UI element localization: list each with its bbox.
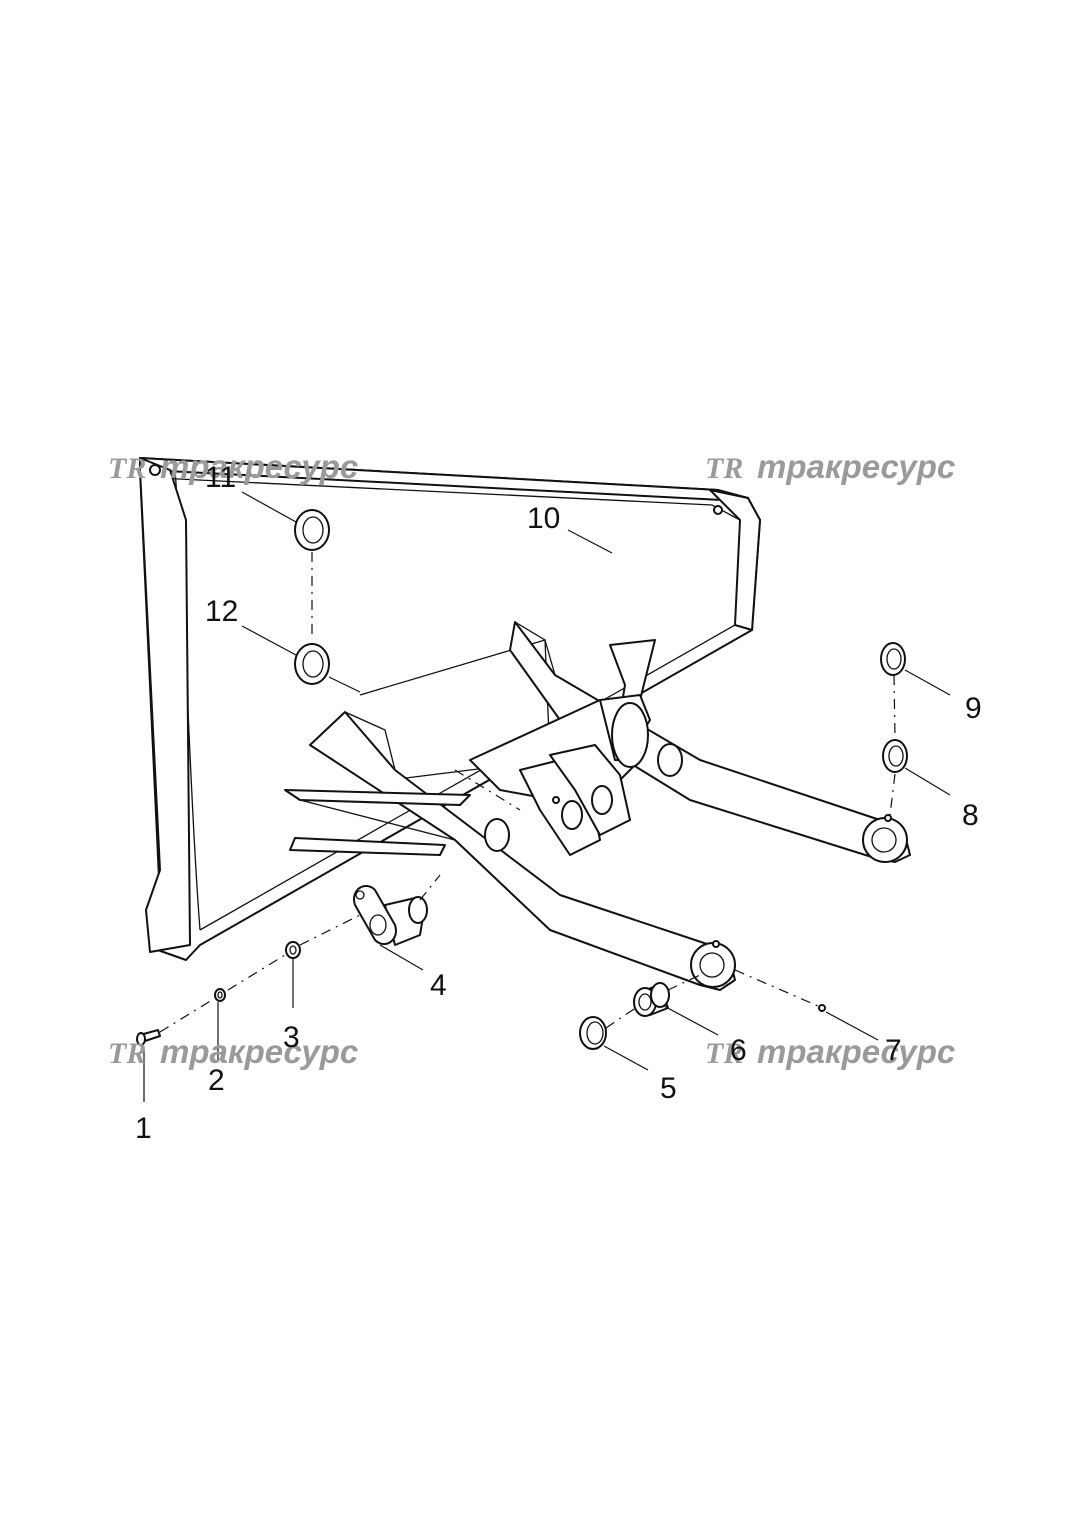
watermark-top-right: TR тракресурс bbox=[705, 448, 955, 485]
watermark-logo: TR bbox=[705, 1037, 743, 1070]
watermark-text: тракресурс bbox=[160, 448, 358, 485]
watermark-logo: TR bbox=[108, 1037, 146, 1070]
watermark-bottom-left: TR тракресурс bbox=[108, 1033, 358, 1070]
watermark-logo: TR bbox=[705, 452, 743, 485]
part-9-seal bbox=[880, 642, 906, 676]
watermark-logo: TR bbox=[108, 452, 146, 485]
callout-9: 9 bbox=[965, 692, 982, 725]
callout-8: 8 bbox=[962, 799, 979, 832]
leader-lines bbox=[143, 491, 951, 1102]
right-push-arm bbox=[509, 621, 911, 863]
part-12-washer bbox=[294, 643, 330, 685]
part-8-seal bbox=[882, 739, 908, 773]
callout-labels: 1 2 3 4 5 6 7 8 9 10 11 12 bbox=[135, 461, 982, 1145]
watermark-top-left: TR тракресурс bbox=[108, 448, 358, 485]
part-6-bushing bbox=[633, 982, 670, 1017]
left-push-arm bbox=[284, 711, 736, 991]
callout-6: 6 bbox=[730, 1034, 747, 1067]
callout-10: 10 bbox=[527, 502, 560, 535]
part-1-bolt bbox=[136, 1029, 161, 1046]
assembly-axes bbox=[159, 552, 896, 1033]
callout-5: 5 bbox=[660, 1072, 677, 1105]
part-11-washer bbox=[294, 509, 330, 551]
blade-assembly bbox=[139, 457, 761, 961]
cylinder-mount bbox=[469, 694, 651, 856]
callout-11: 11 bbox=[205, 461, 236, 494]
part-7-grease-fitting bbox=[818, 1004, 826, 1012]
callout-4: 4 bbox=[430, 969, 447, 1002]
callout-2: 2 bbox=[208, 1064, 225, 1097]
callout-3: 3 bbox=[283, 1021, 300, 1054]
part-4-pin bbox=[353, 885, 428, 946]
callout-7: 7 bbox=[885, 1034, 902, 1067]
part-3-nut bbox=[285, 941, 301, 959]
part-5-snap-ring bbox=[579, 1016, 607, 1050]
callout-12: 12 bbox=[205, 595, 238, 628]
watermark-text: тракресурс bbox=[160, 1033, 358, 1070]
watermark-text: тракресурс bbox=[757, 1033, 955, 1070]
part-2-washer bbox=[214, 988, 226, 1002]
watermark-bottom-right: TR тракресурс bbox=[705, 1033, 955, 1070]
callout-1: 1 bbox=[135, 1112, 152, 1145]
watermark-text: тракресурс bbox=[757, 448, 955, 485]
